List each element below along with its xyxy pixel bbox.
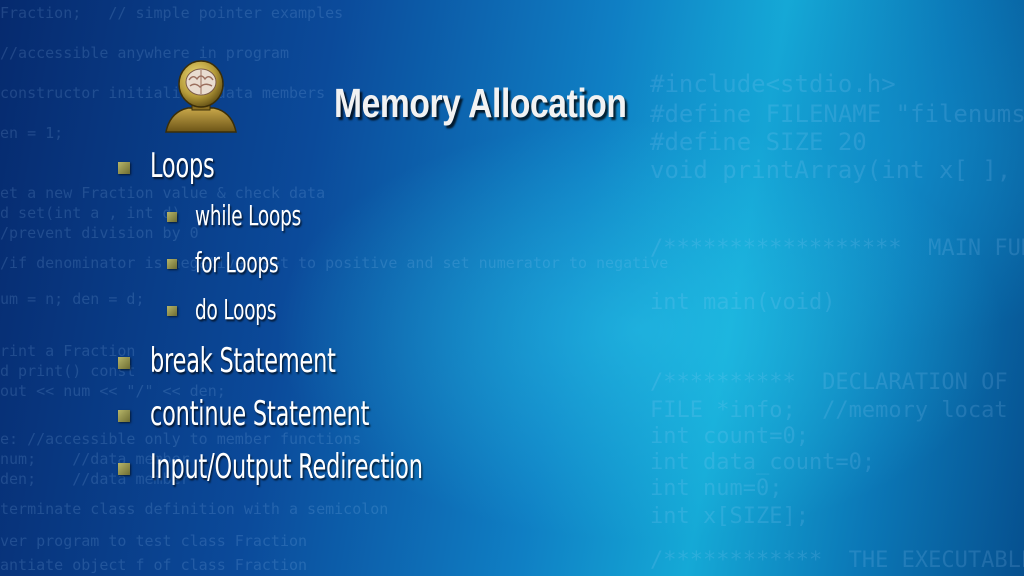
code-background-line: #include<stdio.h> bbox=[650, 70, 896, 98]
code-background-line: /prevent division by 0 bbox=[0, 224, 199, 242]
code-background-line: ver program to test class Fraction bbox=[0, 532, 308, 550]
code-background-line: int count=0; bbox=[650, 424, 809, 449]
code-background-line: en = 1; bbox=[0, 124, 64, 142]
bullet-square-icon bbox=[167, 259, 177, 269]
code-background-line: d print() const bbox=[0, 362, 136, 380]
code-background-line: void printArray(int x[ ], int bbox=[650, 156, 1012, 184]
code-background-line: #define SIZE 20 bbox=[650, 128, 867, 156]
code-background-line: int x[SIZE]; bbox=[650, 504, 809, 529]
code-background-line: terminate class definition with a semico… bbox=[0, 500, 389, 518]
bullet-item: do Loops bbox=[167, 293, 318, 326]
bullet-item: Input/Output Redirection bbox=[118, 447, 563, 487]
code-background-line: int data_count=0; bbox=[650, 450, 876, 475]
bullet-item: Loops bbox=[118, 146, 248, 186]
code-background-line: rint a Fraction bbox=[0, 342, 136, 360]
bullet-square-icon bbox=[118, 410, 130, 422]
brain-head-icon bbox=[165, 60, 237, 133]
code-background-line: /************ THE EXECUTABLE bbox=[650, 548, 1024, 573]
code-background-line: int num=0; bbox=[650, 476, 783, 501]
code-background-line: d set(int a , int d) bbox=[0, 204, 181, 222]
bullet-item: continue Statement bbox=[118, 394, 482, 434]
code-background-line: /if denominator is negative, set to posi… bbox=[0, 254, 669, 272]
code-background-line: Fraction; // simple pointer examples bbox=[0, 4, 344, 22]
slide-title: Memory Allocation bbox=[334, 80, 627, 126]
code-background-line: um = n; den = d; bbox=[0, 290, 145, 308]
bullet-item: for Loops bbox=[167, 246, 321, 279]
code-background-line: antiate object f of class Fraction bbox=[0, 556, 308, 574]
code-background-line: #define FILENAME "filenums.txt" bbox=[650, 100, 1024, 128]
bullet-square-icon bbox=[118, 463, 130, 475]
code-background-line: /********** DECLARATION OF bbox=[650, 370, 1008, 395]
code-background-line: int main(void) bbox=[650, 290, 836, 315]
code-background-line: /****************** MAIN FUNC bbox=[650, 236, 1024, 261]
bullet-square-icon bbox=[118, 357, 130, 369]
bullet-item: while Loops bbox=[167, 199, 356, 232]
bullet-square-icon bbox=[167, 306, 177, 316]
code-background-line: FILE *info; //memory locat bbox=[650, 398, 1008, 423]
bullet-item: break Statement bbox=[118, 341, 431, 381]
code-background-line: //accessible anywhere in program bbox=[0, 44, 289, 62]
bullet-square-icon bbox=[118, 162, 130, 174]
bullet-square-icon bbox=[167, 212, 177, 222]
